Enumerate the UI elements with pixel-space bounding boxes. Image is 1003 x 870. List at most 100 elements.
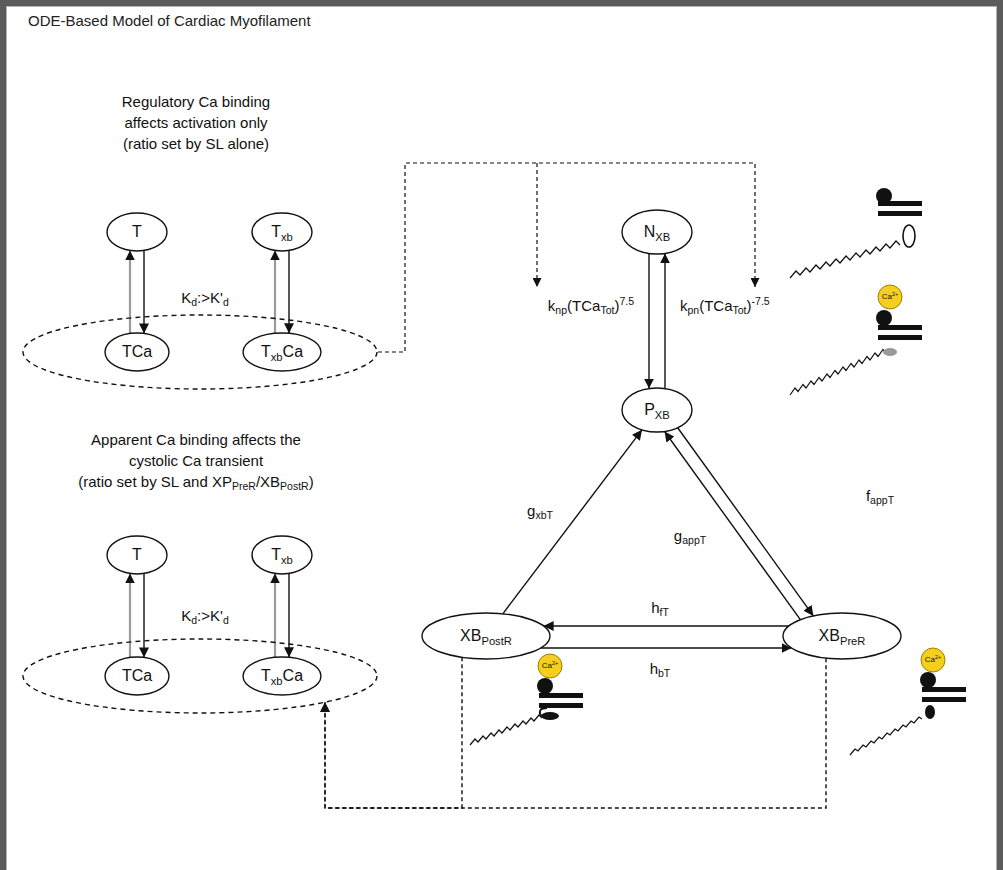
ellipse-outline bbox=[243, 657, 321, 695]
state-ellipse: Txb bbox=[251, 535, 313, 575]
text-run: Regulatory Ca binding bbox=[122, 93, 270, 110]
text-run: Ca bbox=[283, 343, 303, 360]
rate-label-box: kpn(TCaTot)-7.5 bbox=[678, 295, 772, 316]
text-line: (ratio set by SL alone) bbox=[122, 133, 270, 154]
lever-loop bbox=[903, 225, 915, 247]
equilibrium-note: Kd:>K'd bbox=[181, 605, 229, 626]
rate-label: gappT bbox=[672, 525, 708, 546]
text-line: Kd:>K'd bbox=[181, 607, 229, 624]
ellipse-outline bbox=[107, 536, 167, 574]
transition-arrow bbox=[325, 658, 826, 808]
group-ellipse: TCa TxbCa bbox=[22, 314, 378, 390]
text-line: T bbox=[132, 546, 142, 563]
text-run: Ca bbox=[882, 292, 892, 301]
text-run: TCa bbox=[122, 343, 152, 360]
ellipse-outline bbox=[107, 213, 167, 251]
text-run: xb bbox=[271, 351, 283, 363]
text-line: affects activation only bbox=[122, 112, 270, 133]
text-run: pn bbox=[688, 304, 700, 316]
text-run: Tot bbox=[733, 304, 747, 316]
state-name: Txb bbox=[271, 545, 293, 565]
text-line: TxbCa bbox=[261, 343, 303, 360]
rate-label: kpn(TCaTot)-7.5 bbox=[678, 295, 772, 316]
group-heading-box: Regulatory Ca binding affects activation… bbox=[122, 91, 270, 154]
ellipse-outline bbox=[252, 213, 312, 251]
transition-arrow bbox=[288, 250, 289, 333]
panel bbox=[7, 7, 997, 870]
text-line: cystolic Ca transient bbox=[78, 450, 313, 471]
text-run: ) bbox=[309, 473, 314, 490]
ellipse-outline bbox=[105, 657, 169, 695]
state-ellipse: XBPreR bbox=[782, 612, 902, 660]
text-run: xb bbox=[271, 675, 283, 687]
state-name: XBPostR bbox=[460, 626, 512, 646]
text-run: 2+ bbox=[552, 660, 558, 666]
ellipse-outline bbox=[105, 333, 169, 371]
text-run: cystolic Ca transient bbox=[129, 452, 263, 469]
text-run: h bbox=[650, 660, 658, 677]
text-line: Txb bbox=[271, 223, 293, 240]
calcium-label: Ca2+ bbox=[542, 661, 559, 671]
transition-arrow bbox=[143, 573, 144, 657]
transition-arrow bbox=[503, 430, 642, 614]
title-box: ODE-Based Model of Cardiac Myofilament bbox=[28, 12, 311, 31]
text-run: T bbox=[261, 667, 271, 684]
state-ellipse: T bbox=[106, 212, 168, 252]
text-run: bT bbox=[658, 667, 670, 679]
actin-zigzag bbox=[850, 717, 922, 755]
text-line: hbT bbox=[650, 660, 671, 677]
transition-arrow bbox=[648, 253, 649, 388]
calcium-ion bbox=[538, 654, 562, 678]
text-line: Ca2+ bbox=[925, 655, 942, 664]
text-run: XB bbox=[655, 231, 670, 243]
state-name: TCa bbox=[122, 342, 152, 362]
text-line: Regulatory Ca binding bbox=[122, 91, 270, 112]
state-ellipse: NXB bbox=[621, 209, 693, 255]
text-run: fT bbox=[660, 606, 669, 618]
text-run: ) bbox=[747, 297, 752, 314]
text-line: gxbT bbox=[527, 502, 553, 519]
ellipse-outline bbox=[22, 638, 378, 714]
text-line: knp(TCaTot)7.5 bbox=[548, 297, 634, 314]
myosin-icon bbox=[850, 648, 966, 755]
text-run: PostR bbox=[280, 480, 309, 492]
diagram-title: ODE-Based Model of Cardiac Myofilament bbox=[28, 12, 311, 31]
lever-arm bbox=[925, 705, 935, 719]
thick-filament bbox=[539, 703, 583, 708]
state-name: T bbox=[132, 222, 142, 242]
ellipse-outline bbox=[23, 315, 377, 389]
text-run: (TCa bbox=[567, 297, 600, 314]
myosin-head bbox=[537, 678, 553, 694]
text-line: hfT bbox=[651, 599, 669, 616]
state-ellipse: TCa bbox=[104, 656, 170, 696]
group-heading-box: Apparent Ca binding affects the cystolic… bbox=[78, 429, 313, 492]
text-run: 2+ bbox=[935, 654, 941, 660]
rate-label: knp(TCaTot)7.5 bbox=[546, 295, 636, 316]
calcium-label-box: Ca2+ bbox=[542, 661, 559, 671]
state-name: TxbCa bbox=[261, 666, 303, 686]
state-ellipse: Txb bbox=[251, 212, 313, 252]
text-line: PXB bbox=[644, 401, 670, 418]
text-line: NXB bbox=[644, 223, 671, 240]
thick-filament bbox=[922, 697, 966, 702]
text-line: ODE-Based Model of Cardiac Myofilament bbox=[28, 12, 311, 29]
text-run: T bbox=[271, 546, 281, 563]
text-run: d bbox=[223, 296, 229, 308]
calcium-ion bbox=[878, 285, 902, 309]
text-run: xb bbox=[281, 554, 293, 566]
text-line: Ca2+ bbox=[882, 292, 899, 301]
text-run: /XB bbox=[256, 473, 280, 490]
transition-arrow bbox=[541, 647, 792, 648]
ellipse-outline bbox=[252, 536, 312, 574]
actin-zigzag bbox=[790, 350, 886, 396]
text-line: TCa bbox=[122, 343, 152, 360]
text-run: k bbox=[680, 297, 688, 314]
rate-label-box: hfT bbox=[649, 597, 671, 618]
text-run: T bbox=[132, 223, 142, 240]
lever-arm bbox=[541, 712, 559, 720]
text-run: ) bbox=[614, 297, 619, 314]
state-name: XBPreR bbox=[819, 626, 866, 646]
state-ellipse: T bbox=[106, 535, 168, 575]
state-name: Txb bbox=[271, 222, 293, 242]
calcium-ion bbox=[921, 648, 945, 672]
